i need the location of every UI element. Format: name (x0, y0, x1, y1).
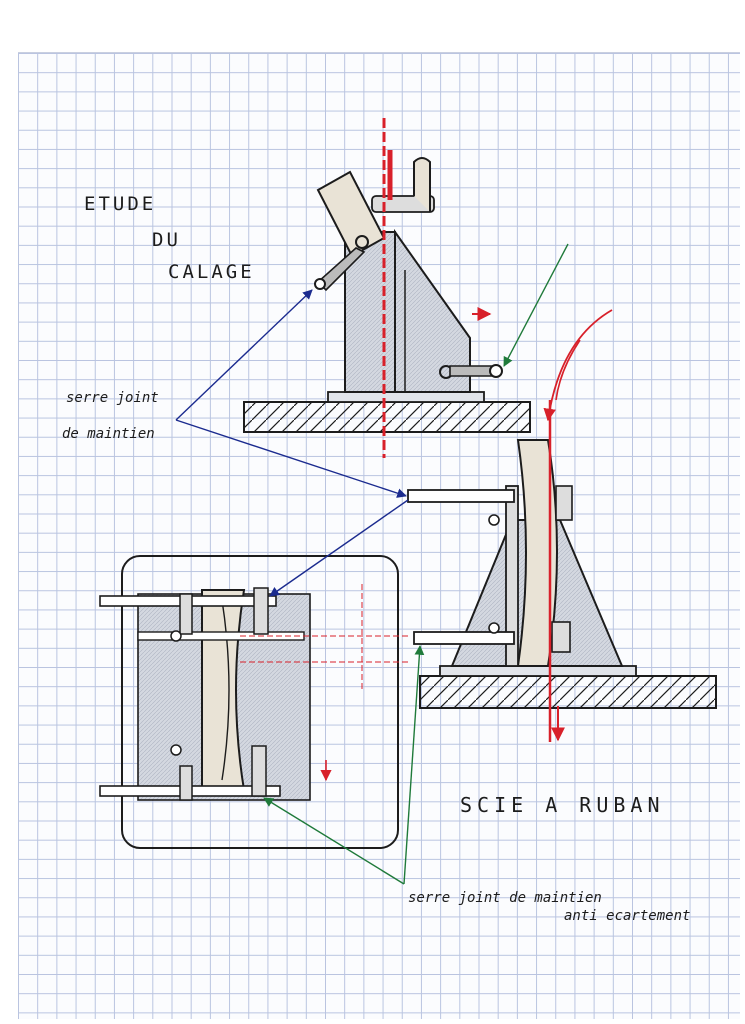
table-base-right (419, 675, 717, 709)
label-serre-joint-1: serre joint (66, 390, 159, 406)
saw-table-plan (121, 555, 399, 849)
graph-paper (18, 52, 740, 1019)
label-anti-ecartement-2: anti ecartement (564, 908, 690, 924)
title-line-1: ETUDE (84, 193, 156, 215)
curved-workpiece (516, 439, 558, 667)
angled-brace (394, 228, 471, 393)
tilted-board (316, 170, 386, 258)
label-serre-joint-2: de maintien (62, 426, 155, 442)
clamp-bar-lower (413, 631, 515, 645)
plan-view (99, 555, 410, 849)
title-line-2: DU (152, 229, 181, 251)
annotation-arrows (175, 243, 569, 885)
angle-jig-view (243, 118, 531, 458)
label-anti-ecartement-1: serre joint de maintien (408, 890, 602, 906)
clamp-bar-upper (407, 489, 515, 503)
label-scie-a-ruban: SCIE A RUBAN (460, 793, 665, 817)
base-plate (327, 391, 485, 403)
clamp-handle (413, 157, 431, 212)
table-base-top (243, 401, 531, 433)
toggle-clamp-left (314, 235, 369, 292)
toggle-clamp-right (439, 364, 503, 379)
title-line-3: CALAGE (168, 261, 255, 283)
bandsaw-side-view (407, 309, 717, 742)
